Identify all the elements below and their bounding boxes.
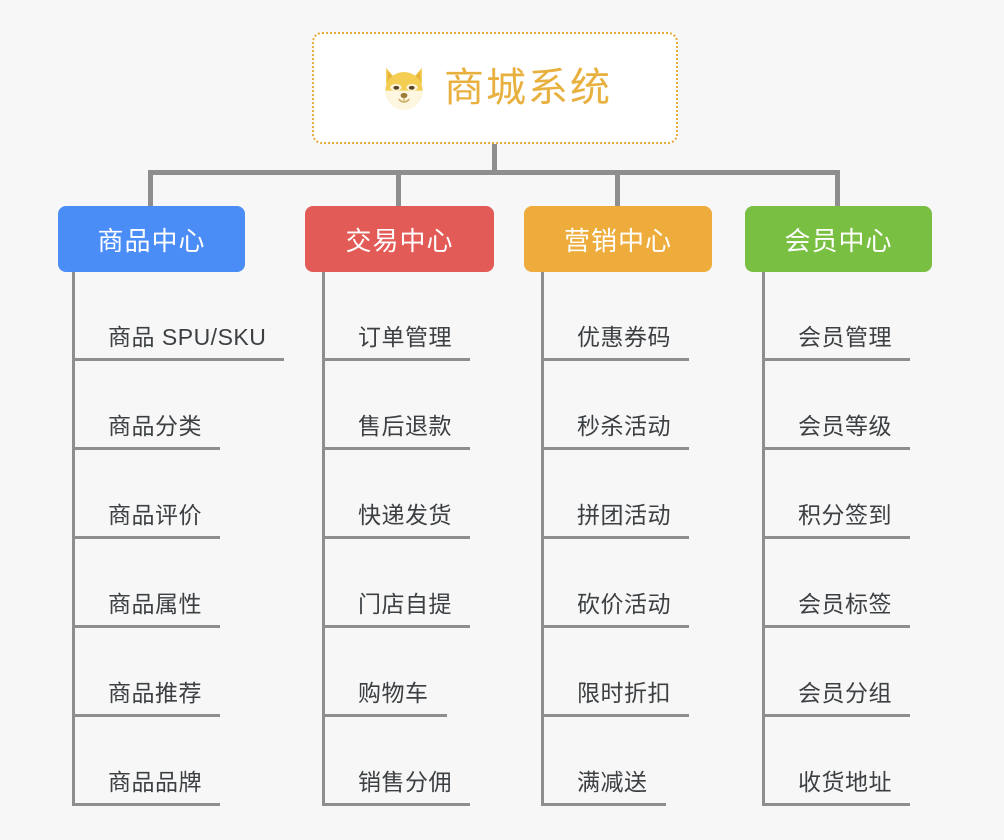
leaf-item[interactable]: 会员分组	[762, 628, 910, 717]
leaf-label: 会员等级	[798, 413, 892, 440]
leaf-item[interactable]: 商品品牌	[72, 717, 220, 806]
branch-stem-2	[541, 272, 544, 806]
root-node[interactable]: 商城系统	[312, 32, 678, 144]
branch-header-label-3: 会员中心	[784, 225, 893, 256]
connector-root-stem	[492, 144, 497, 174]
branch-header-label-2: 营销中心	[563, 225, 672, 256]
leaf-item[interactable]: 购物车	[322, 628, 447, 717]
leaf-item[interactable]: 商品分类	[72, 361, 220, 450]
leaf-label: 限时折扣	[577, 680, 671, 707]
leaf-item[interactable]: 积分签到	[762, 450, 910, 539]
connector-drop-3	[835, 170, 840, 206]
leaf-item[interactable]: 限时折扣	[541, 628, 689, 717]
leaf-item[interactable]: 优惠券码	[541, 272, 689, 361]
leaf-label: 订单管理	[358, 324, 452, 351]
branch-header-label-1: 交易中心	[345, 225, 454, 256]
leaf-item[interactable]: 商品评价	[72, 450, 220, 539]
branch-stem-3	[762, 272, 765, 806]
shiba-dog-face-icon	[378, 63, 430, 115]
leaf-label: 满减送	[577, 769, 648, 796]
leaf-label: 商品 SPU/SKU	[108, 324, 267, 351]
root-title: 商城系统	[444, 66, 612, 110]
branch-header-3[interactable]: 会员中心	[745, 206, 932, 272]
leaf-label: 商品属性	[108, 591, 202, 618]
leaf-label: 门店自提	[358, 591, 452, 618]
leaf-item[interactable]: 会员等级	[762, 361, 910, 450]
leaf-item[interactable]: 快递发货	[322, 450, 470, 539]
leaf-item[interactable]: 订单管理	[322, 272, 470, 361]
branch-header-2[interactable]: 营销中心	[524, 206, 712, 272]
connector-drop-1	[396, 170, 401, 206]
connector-drop-2	[615, 170, 620, 206]
leaf-item[interactable]: 会员标签	[762, 539, 910, 628]
leaf-label: 会员管理	[798, 324, 892, 351]
leaf-label: 快递发货	[358, 502, 452, 529]
branch-stem-0	[72, 272, 75, 806]
leaf-item[interactable]: 售后退款	[322, 361, 470, 450]
leaf-label: 销售分佣	[358, 769, 452, 796]
leaf-item[interactable]: 销售分佣	[322, 717, 470, 806]
branch-header-1[interactable]: 交易中心	[305, 206, 494, 272]
leaf-label: 砍价活动	[577, 591, 671, 618]
leaf-label: 购物车	[358, 680, 429, 707]
branch-header-0[interactable]: 商品中心	[58, 206, 245, 272]
leaf-item[interactable]: 砍价活动	[541, 539, 689, 628]
leaf-label: 商品分类	[108, 413, 202, 440]
leaf-label: 优惠券码	[577, 324, 671, 351]
branch-stem-1	[322, 272, 325, 806]
leaf-item[interactable]: 门店自提	[322, 539, 470, 628]
leaf-item[interactable]: 秒杀活动	[541, 361, 689, 450]
leaf-label: 商品评价	[108, 502, 202, 529]
connector-drop-0	[148, 170, 153, 206]
leaf-label: 商品推荐	[108, 680, 202, 707]
connector-horizontal-bar	[148, 170, 840, 175]
leaf-item[interactable]: 拼团活动	[541, 450, 689, 539]
leaf-label: 秒杀活动	[577, 413, 671, 440]
leaf-label: 售后退款	[358, 413, 452, 440]
leaf-item[interactable]: 会员管理	[762, 272, 910, 361]
leaf-item[interactable]: 商品属性	[72, 539, 220, 628]
leaf-item[interactable]: 商品 SPU/SKU	[72, 272, 285, 361]
leaf-item[interactable]: 商品推荐	[72, 628, 220, 717]
leaf-label: 积分签到	[798, 502, 892, 529]
leaf-label: 会员标签	[798, 591, 892, 618]
leaf-label: 收货地址	[798, 769, 892, 796]
leaf-item[interactable]: 满减送	[541, 717, 666, 806]
leaf-item[interactable]: 收货地址	[762, 717, 910, 806]
leaf-label: 商品品牌	[108, 769, 202, 796]
branch-header-label-0: 商品中心	[97, 225, 206, 256]
leaf-label: 拼团活动	[577, 502, 671, 529]
leaf-label: 会员分组	[798, 680, 892, 707]
